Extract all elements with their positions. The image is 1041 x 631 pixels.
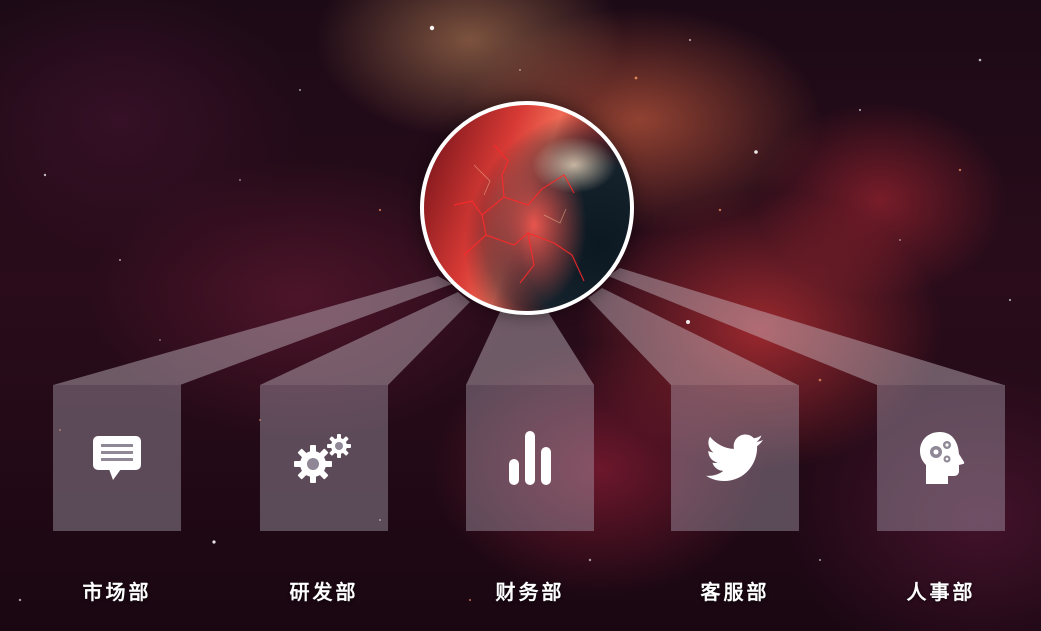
dept-label-finance: 财务部 [495, 580, 565, 604]
dept-box-service[interactable] [671, 385, 799, 531]
dept-label-rnd: 研发部 [289, 580, 359, 604]
dept-label-market: 市场部 [82, 580, 152, 604]
twitter-bird-icon [706, 434, 763, 481]
cracked-planet-graphic [453, 144, 585, 284]
beam-to-market [53, 276, 452, 385]
dept-label-service: 客服部 [700, 580, 770, 604]
central-hub-image [420, 101, 634, 315]
dept-box-hr[interactable] [877, 385, 1005, 531]
dept-box-market[interactable] [53, 385, 181, 531]
dept-box-finance[interactable] [466, 385, 594, 531]
beam-to-finance [466, 312, 594, 385]
gears-icon [294, 434, 351, 483]
head-gears-icon [920, 432, 965, 484]
beam-to-service [588, 288, 798, 385]
dept-box-rnd[interactable] [260, 385, 388, 531]
beam-to-hr [608, 268, 1004, 385]
dept-label-hr: 人事部 [906, 580, 976, 604]
beam-to-rnd [260, 292, 470, 385]
bar-chart-icon [509, 431, 551, 485]
message-icon [93, 436, 141, 480]
